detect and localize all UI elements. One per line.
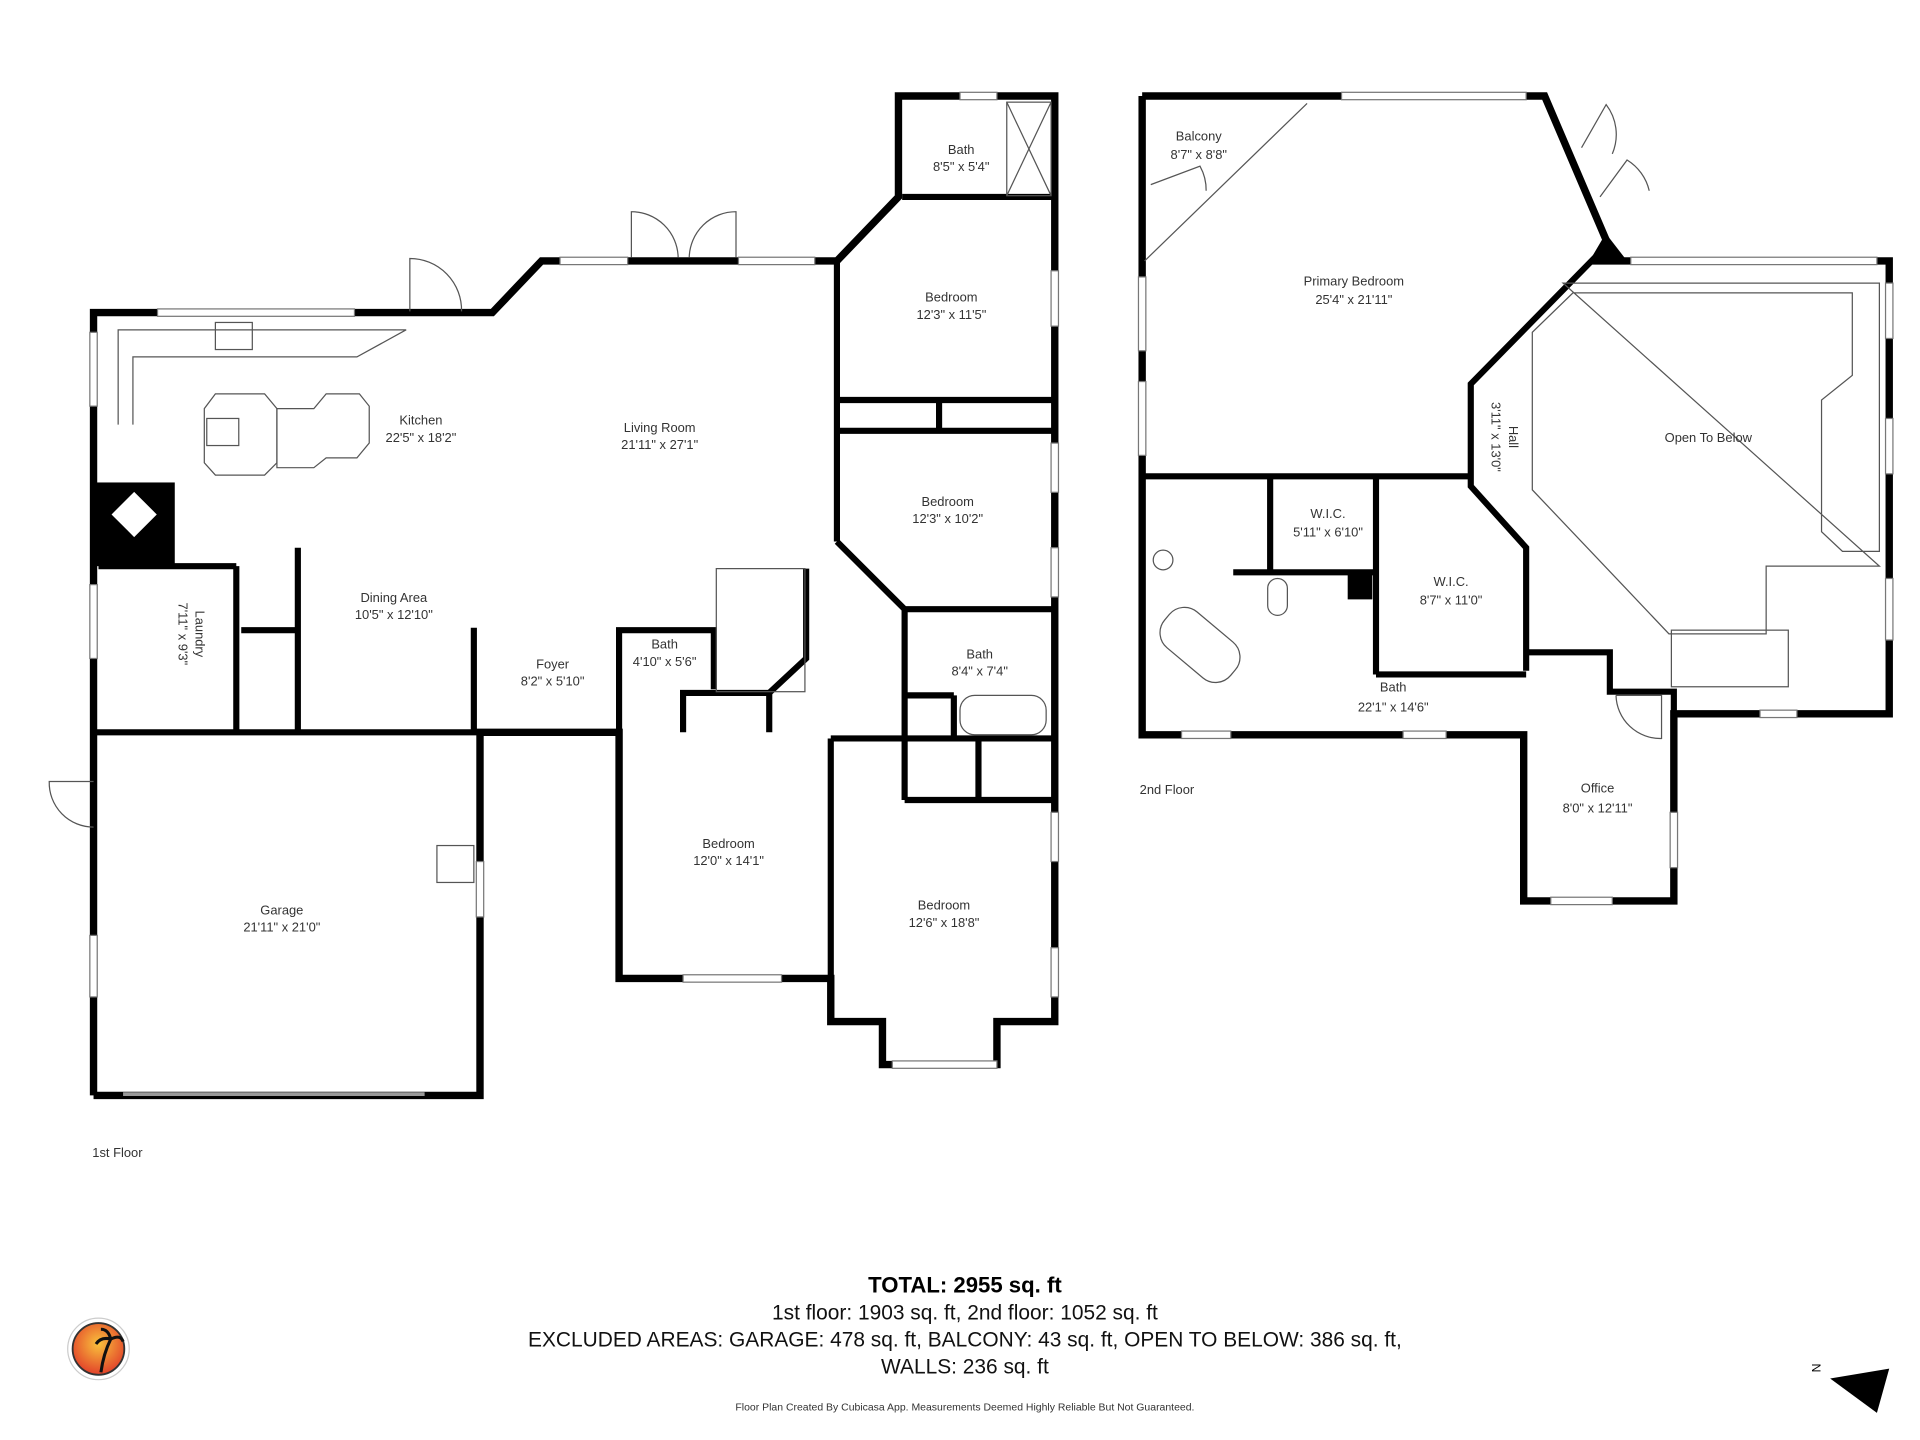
room-name: Bath xyxy=(651,637,678,652)
windows-floor1 xyxy=(89,91,1060,1069)
room-size: 22'1" x 14'6" xyxy=(1358,699,1429,714)
room-name: Open To Below xyxy=(1665,430,1753,445)
room-name: Primary Bedroom xyxy=(1304,274,1404,289)
room-name: Foyer xyxy=(536,656,570,671)
excluded-areas: EXCLUDED AREAS: GARAGE: 478 sq. ft, BALC… xyxy=(528,1328,1402,1351)
cooktop-icon xyxy=(206,417,240,447)
room-size: 8'7" x 11'0" xyxy=(1420,592,1483,607)
exterior-walls-floor2 xyxy=(1138,92,1893,905)
room-size: 12'3" x 11'5" xyxy=(916,307,986,322)
area-summary: TOTAL: 2955 sq. ft 1st floor: 1903 sq. f… xyxy=(528,1272,1402,1413)
room-name: Bath xyxy=(948,142,975,157)
room-size: 25'4" x 21'11" xyxy=(1315,292,1392,307)
room-size: 8'7" x 8'8" xyxy=(1171,147,1228,162)
interior-walls-floor2 xyxy=(1142,102,1677,714)
room-name: W.I.C. xyxy=(1434,574,1469,589)
windows-floor2 xyxy=(1137,91,1894,906)
room-name: Bedroom xyxy=(702,836,754,851)
north-arrow-icon: N xyxy=(1809,1363,1890,1413)
sink-icon xyxy=(1152,549,1174,571)
walls-area: WALLS: 236 sq. ft xyxy=(881,1356,1049,1379)
room-name: Bedroom xyxy=(922,494,974,509)
room-name: Laundry xyxy=(193,611,208,658)
floor-label: 2nd Floor xyxy=(1140,782,1195,797)
room-labels-floor1: Bath 8'5" x 5'4" Bedroom 12'3" x 11'5" K… xyxy=(92,142,1008,1160)
room-name: Bath xyxy=(1380,680,1407,695)
room-size: 21'11" x 27'1" xyxy=(621,437,698,452)
fixtures-floor1 xyxy=(48,101,1052,1096)
room-name: Dining Area xyxy=(360,590,428,605)
room-size: 3'11" x 13'0" xyxy=(1489,402,1504,472)
second-floor-plan: Balcony 8'7" x 8'8" Primary Bedroom 25'4… xyxy=(1137,91,1894,906)
room-name: Bath xyxy=(966,646,993,661)
room-size: 8'0" x 12'11" xyxy=(1563,800,1633,815)
palm-sunset-logo xyxy=(67,1317,130,1381)
room-name: Balcony xyxy=(1176,128,1222,143)
floor-label: 1st Floor xyxy=(92,1145,143,1160)
room-name: Kitchen xyxy=(399,413,442,428)
room-size: 8'2" x 5'10" xyxy=(521,674,585,689)
room-name: W.I.C. xyxy=(1310,506,1345,521)
room-name: Living Room xyxy=(624,420,696,435)
staircase xyxy=(715,568,806,693)
room-size: 12'0" x 14'1" xyxy=(693,853,764,868)
floor-areas: 1st floor: 1903 sq. ft, 2nd floor: 1052 … xyxy=(772,1301,1158,1324)
room-size: 21'11" x 21'0" xyxy=(243,920,320,935)
room-size: 7'11" x 9'3" xyxy=(175,603,190,666)
toilet-icon xyxy=(1267,577,1289,616)
room-size: 12'3" x 10'2" xyxy=(912,511,983,526)
room-name: Bedroom xyxy=(918,898,970,913)
interior-walls-floor1 xyxy=(93,193,1053,1022)
room-size: 10'5" x 12'10" xyxy=(355,607,433,622)
first-floor-plan: Bath 8'5" x 5'4" Bedroom 12'3" x 11'5" K… xyxy=(48,91,1060,1160)
shower-icon xyxy=(1006,101,1052,197)
room-name: Bedroom xyxy=(925,290,977,305)
room-size: 8'5" x 5'4" xyxy=(933,159,990,174)
bathtub-icon xyxy=(959,694,1047,736)
room-name: Office xyxy=(1581,781,1614,796)
door-swing xyxy=(630,211,679,258)
north-label: N xyxy=(1809,1363,1823,1372)
room-size: 22'5" x 18'2" xyxy=(386,430,457,445)
room-name: Hall xyxy=(1506,426,1521,448)
kitchen-sink-icon xyxy=(214,321,253,351)
room-size: 5'11" x 6'10" xyxy=(1293,525,1363,540)
room-labels-floor2: Balcony 8'7" x 8'8" Primary Bedroom 25'4… xyxy=(1140,128,1753,815)
bathtub-icon xyxy=(1159,606,1241,684)
fixtures-floor2 xyxy=(1150,103,1881,740)
room-size: 4'10" x 5'6" xyxy=(633,654,697,669)
room-name: Garage xyxy=(260,902,303,917)
room-size: 12'6" x 18'8" xyxy=(909,915,980,930)
staircase xyxy=(1670,629,1789,688)
total-area: TOTAL: 2955 sq. ft xyxy=(868,1272,1062,1297)
room-size: 8'4" x 7'4" xyxy=(951,664,1008,679)
disclaimer: Floor Plan Created By Cubicasa App. Meas… xyxy=(735,1402,1194,1413)
kitchen-island xyxy=(203,393,278,476)
